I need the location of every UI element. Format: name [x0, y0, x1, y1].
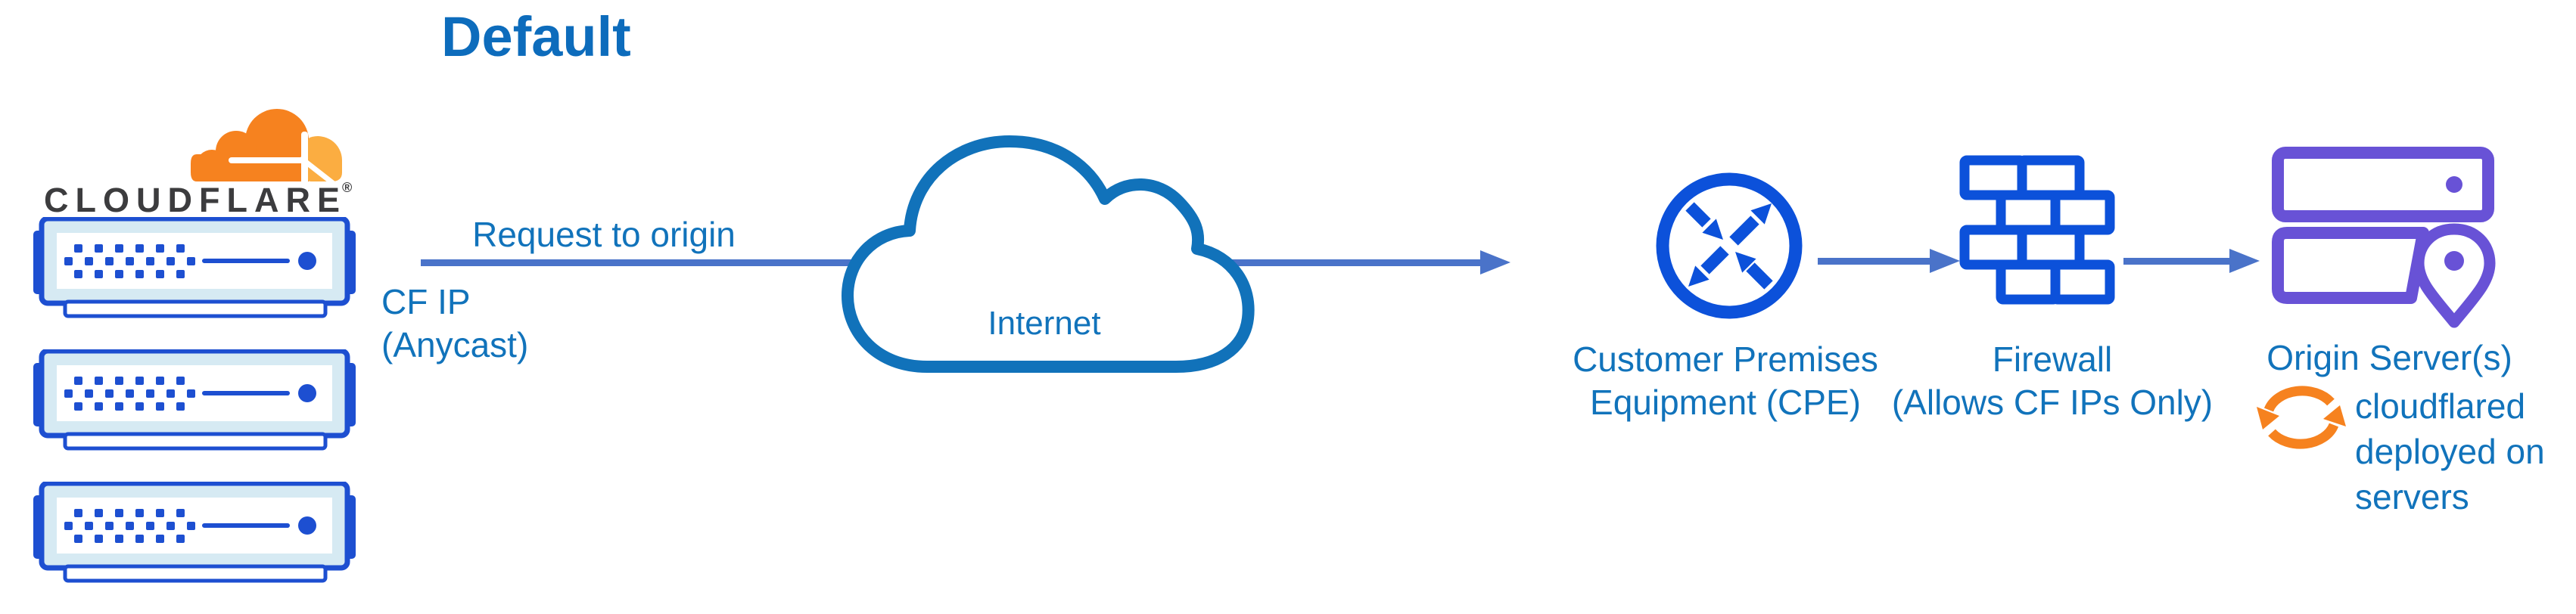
- cpe-label-line1: Customer Premises: [1573, 340, 1878, 379]
- cloudflared-label-line3: servers: [2355, 477, 2469, 516]
- cloudflare-logo-cloud-icon: [191, 109, 342, 185]
- cloudflared-label-line2: deployed on: [2355, 432, 2545, 471]
- edge-server-icon: [33, 349, 356, 451]
- cf-ip-label: CF IP (Anycast): [381, 281, 528, 367]
- page-title: Default: [441, 5, 631, 68]
- firewall-label-line1: Firewall: [1992, 340, 2113, 379]
- cpe-router-icon: [1656, 172, 1803, 319]
- cf-ip-line2: (Anycast): [381, 325, 529, 364]
- origin-servers-icon: [2272, 147, 2496, 328]
- arrow-firewall-to-origin: [2123, 258, 2231, 265]
- arrow-cpe-to-firewall: [1818, 258, 1931, 265]
- edge-server-icon: [33, 217, 356, 318]
- cloudflare-wordmark-text: CLOUDFLARE: [44, 181, 347, 219]
- request-to-origin-label: Request to origin: [472, 215, 736, 254]
- arrowhead-icon: [1930, 249, 1960, 273]
- cf-ip-line1: CF IP: [381, 282, 471, 321]
- origin-servers-label: Origin Server(s): [2266, 338, 2512, 377]
- cloudflare-wordmark: CLOUDFLARE®: [44, 180, 352, 220]
- internet-cloud-icon: [842, 135, 1255, 373]
- cloudflared-sync-icon: [2257, 386, 2346, 449]
- arrowhead-icon: [1480, 250, 1510, 274]
- firewall-icon: [1959, 155, 2115, 305]
- registered-mark: ®: [341, 180, 353, 195]
- cloudflared-label: cloudflared deployed on servers: [2355, 383, 2545, 519]
- firewall-label-line2: (Allows CF IPs Only): [1891, 383, 2214, 422]
- edge-server-icon: [33, 482, 356, 583]
- internet-label: Internet: [988, 305, 1101, 342]
- firewall-label: Firewall (Allows CF IPs Only): [1882, 338, 2223, 424]
- cpe-label-line2: Equipment (CPE): [1590, 383, 1861, 422]
- cpe-label: Customer Premises Equipment (CPE): [1555, 338, 1896, 424]
- cloudflared-label-line1: cloudflared: [2355, 386, 2526, 426]
- arrowhead-icon: [2229, 249, 2260, 273]
